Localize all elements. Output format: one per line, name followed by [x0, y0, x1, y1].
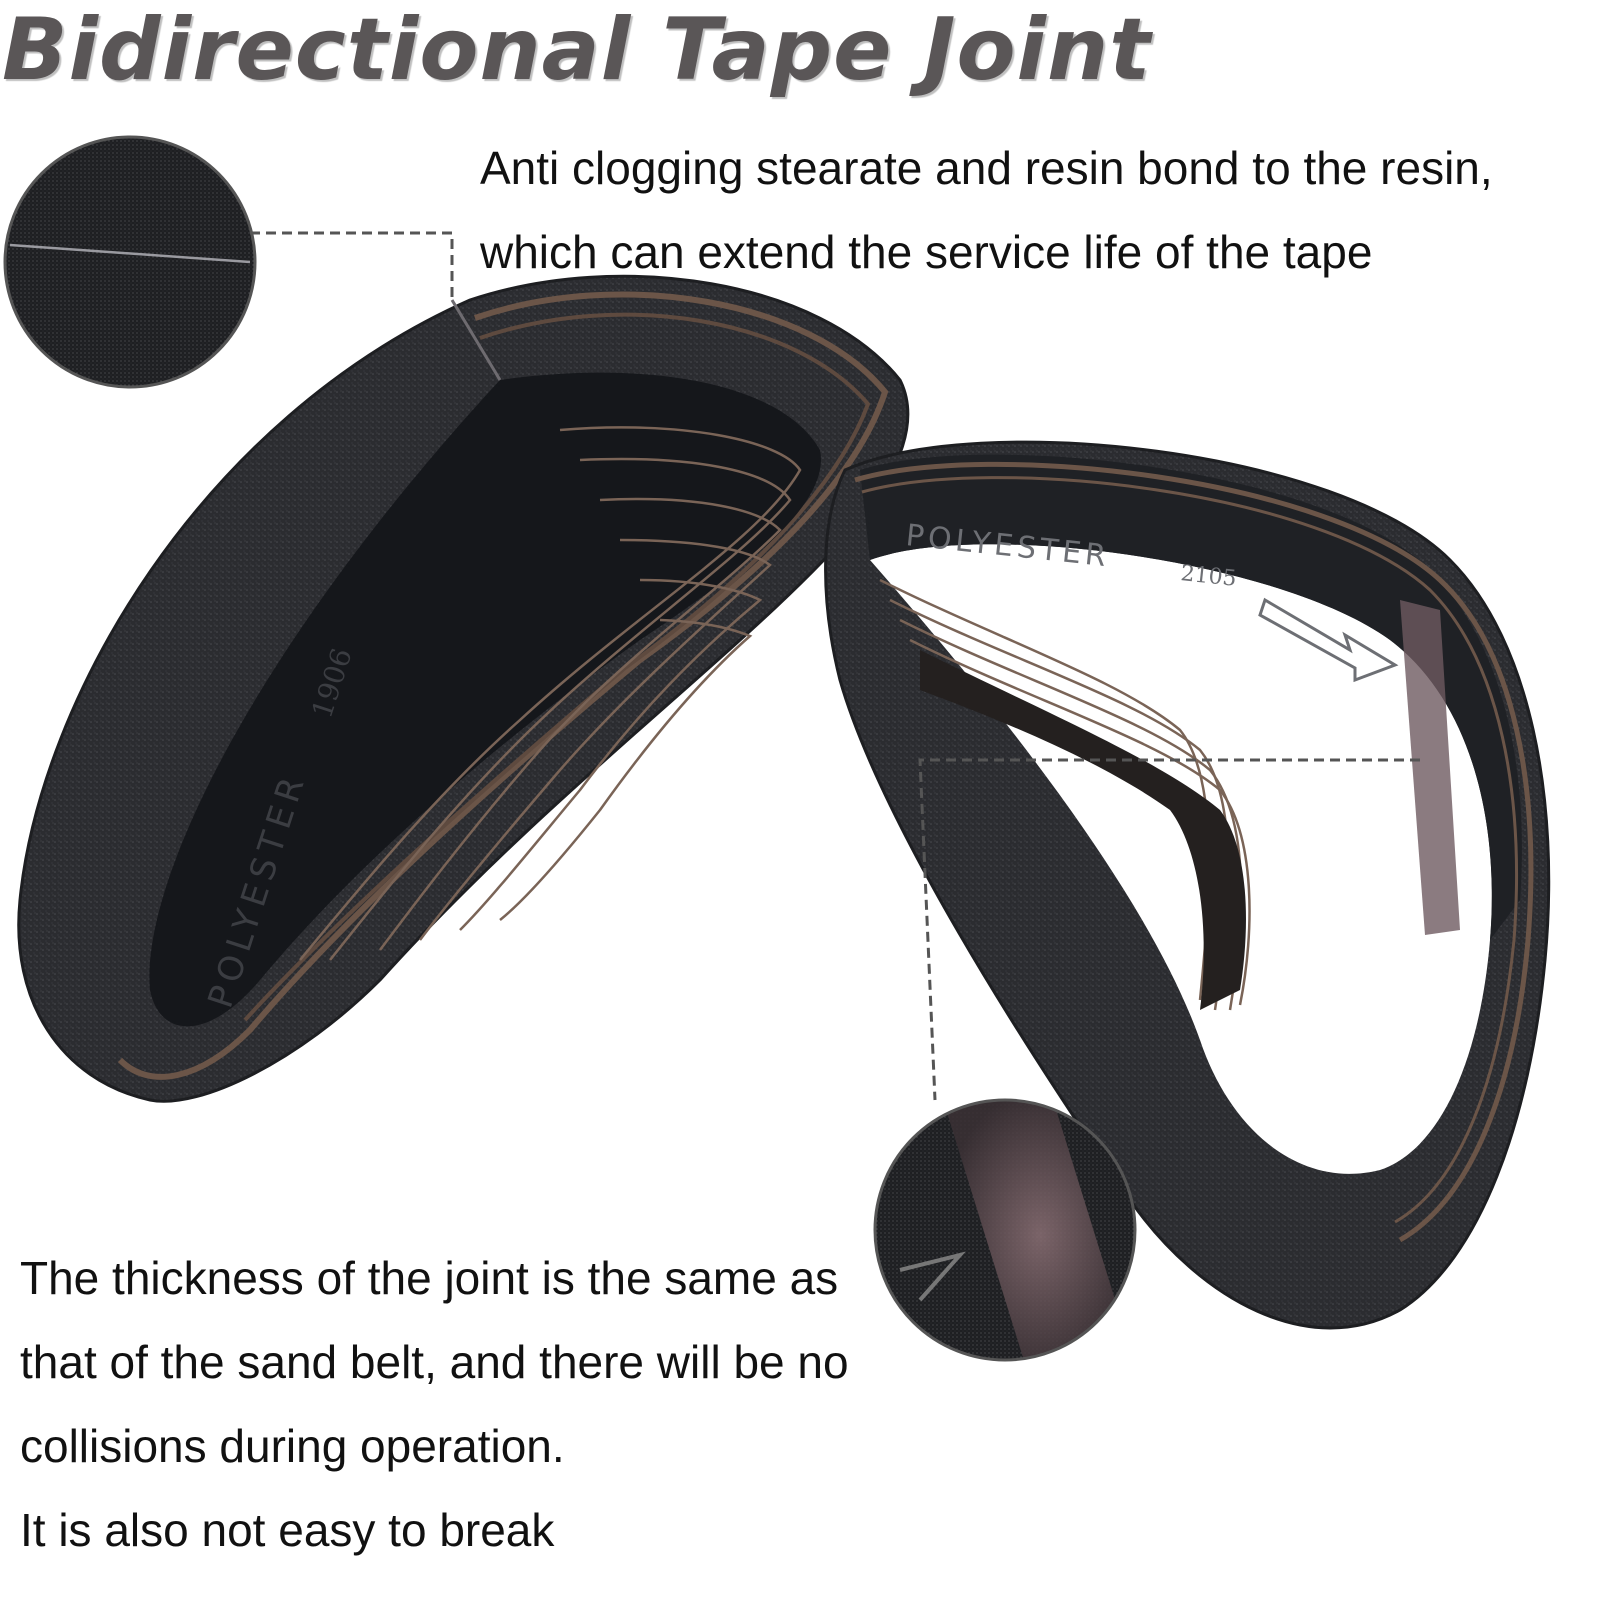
zoom-circle-bottom — [873, 1098, 1137, 1362]
page-title: Bidirectional Tape Joint — [2, 0, 1152, 100]
leader-lines — [250, 231, 1420, 1101]
bottom-callout-line-4: It is also not easy to break — [20, 1504, 555, 1556]
zoom-circle-top — [3, 135, 257, 389]
top-callout-line-2: which can extend the service life of the… — [480, 226, 1373, 278]
bottom-callout-line-3: collisions during operation. — [20, 1420, 565, 1472]
bottom-callout-line-2: that of the sand belt, and there will be… — [20, 1336, 849, 1388]
left-belt-bundle: 1906 POLYESTER — [17, 274, 910, 1103]
right-belt-bundle: POLYESTER 2105 — [824, 440, 1551, 1330]
top-callout: Anti clogging stearate and resin bond to… — [480, 126, 1590, 294]
right-belt-print-number: 2105 — [1179, 561, 1237, 592]
top-callout-line-1: Anti clogging stearate and resin bond to… — [480, 142, 1493, 194]
direction-arrow-icon — [1258, 597, 1399, 683]
bottom-callout-line-1: The thickness of the joint is the same a… — [20, 1252, 839, 1304]
bottom-callout: The thickness of the joint is the same a… — [20, 1236, 920, 1572]
